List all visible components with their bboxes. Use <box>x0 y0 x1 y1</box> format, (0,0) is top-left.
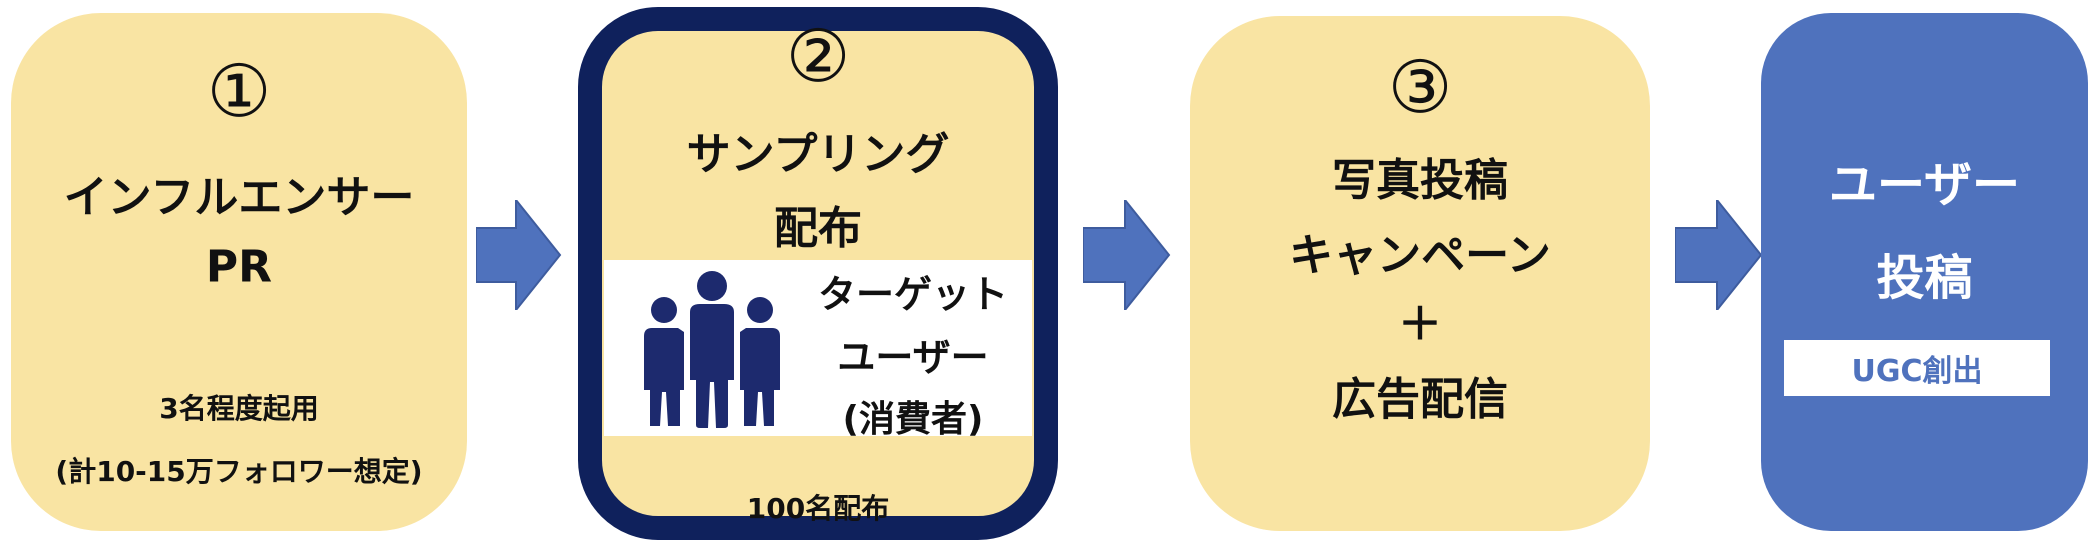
target-user-panel: ターゲット ユーザー (消費者) <box>604 260 1032 440</box>
result-title-line1: ユーザー <box>1828 157 2021 213</box>
arrow-right-icon <box>1675 200 1763 310</box>
step-1-title-line2: PR <box>205 241 273 293</box>
step-2-note: 100名配布 <box>746 492 890 525</box>
step-1-note-line2: (計10-15万フォロワー想定) <box>55 455 423 488</box>
arrow-right-icon <box>476 200 562 310</box>
step-3-plus: ＋ <box>1398 299 1442 350</box>
step-3-title-line3: 広告配信 <box>1332 374 1508 425</box>
step-2-title-line2: 配布 <box>774 203 862 254</box>
step-1-box: ① インフルエンサー PR 3名程度起用 (計10-15万フォロワー想定) <box>11 13 467 531</box>
step-3-title-line2: キャンペーン <box>1289 230 1551 281</box>
ugc-badge-label: UGC創出 <box>1851 354 1983 389</box>
result-box: ユーザー 投稿 UGC創出 <box>1761 13 2088 531</box>
step-3-number: ③ <box>1387 45 1453 129</box>
target-line3: (消費者) <box>842 399 984 440</box>
step-2-number: ② <box>785 14 851 98</box>
step-1-number: ① <box>206 49 272 133</box>
step-2-title-line1: サンプリング <box>686 129 950 180</box>
people-group-icon <box>644 271 780 428</box>
step-3-box: ③ 写真投稿 キャンペーン ＋ 広告配信 <box>1190 16 1650 531</box>
target-line1: ターゲット <box>817 272 1008 317</box>
arrow-right-icon <box>1083 200 1171 310</box>
target-line2: ユーザー <box>837 335 989 380</box>
step-2-box: ② サンプリング 配布 ターゲット ユーザー (消費者) 100名配布 <box>578 7 1058 540</box>
result-title-line2: 投稿 <box>1876 250 1973 306</box>
ugc-badge: UGC創出 <box>1784 340 2050 396</box>
step-3-title-line1: 写真投稿 <box>1332 155 1508 206</box>
step-1-title-line1: インフルエンサー <box>63 172 415 223</box>
step-1-note-line1: 3名程度起用 <box>159 392 319 425</box>
